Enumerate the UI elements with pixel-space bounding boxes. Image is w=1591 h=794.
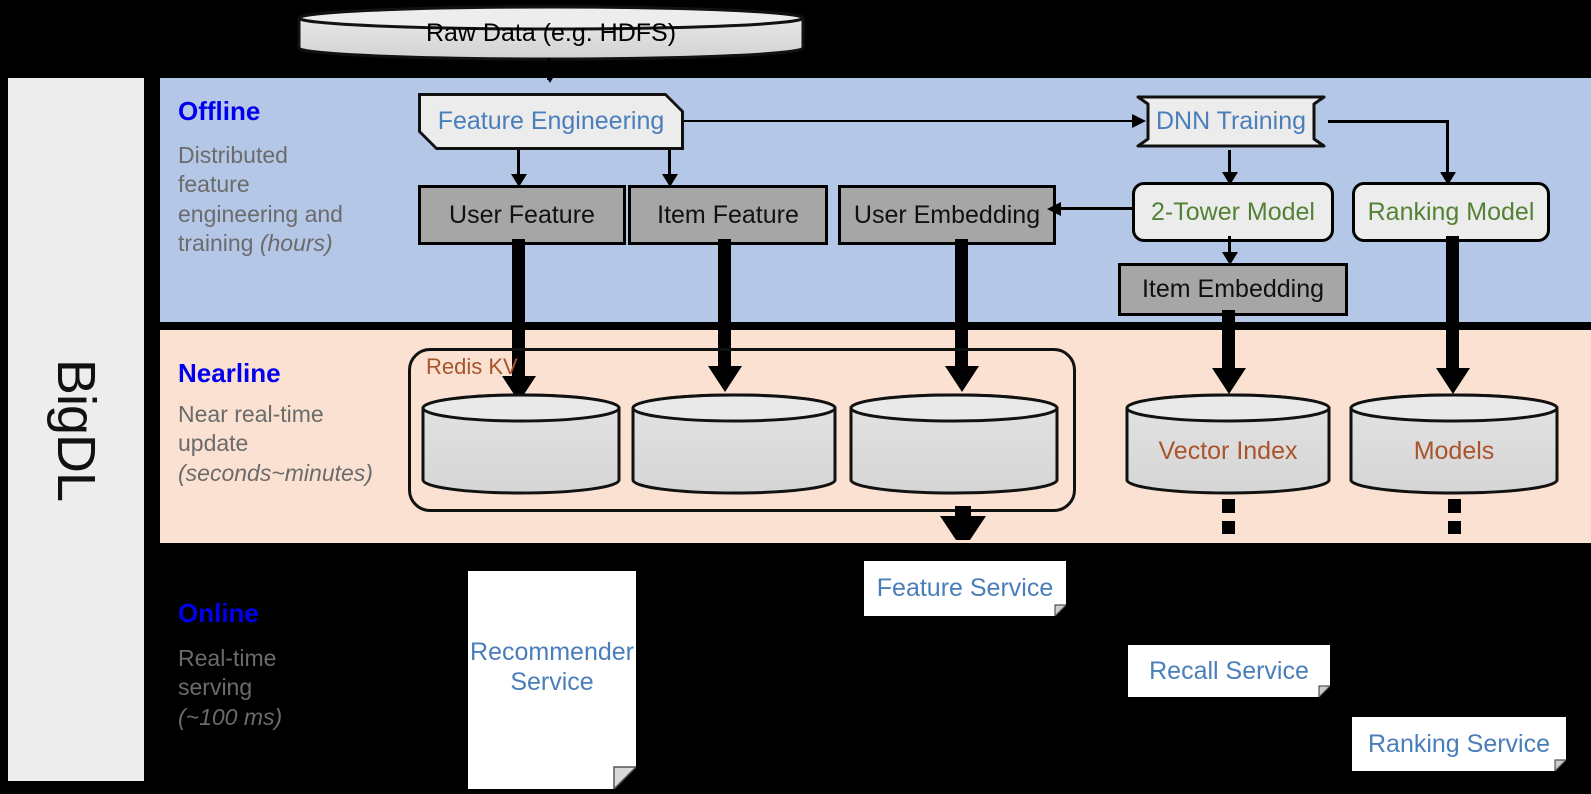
pipe-userfeature [512,239,525,384]
offline-desc-l4: training [178,230,260,257]
nearline-title: Nearline [178,358,281,388]
offline-description: Distributed feature engineering and trai… [178,141,418,259]
user-feature-node[interactable]: User Feature [418,185,626,245]
line-dnn-ranking-h [1328,120,1448,123]
arrow-fe-userfeature-head [511,174,527,187]
pipe-models-2 [1448,521,1461,534]
ranking-service-label: Ranking Service [1367,729,1551,758]
feature-service-node[interactable]: Feature Service [864,561,1068,618]
arrow-redis-featureservice [940,516,986,540]
line-2tower-itemembedding [1228,236,1231,259]
offline-title: Offline [178,96,261,126]
arrow-rankingmodel-models [1436,368,1470,394]
models-label: Models [1413,436,1495,465]
arrow-itemembedding-vectorindex [1212,368,1246,394]
pipe-vectorindex-1 [1222,499,1235,513]
recall-service-node[interactable]: Recall Service [1128,645,1332,699]
user-feature-label: User Feature [449,200,595,229]
vector-index-cylinder[interactable]: Vector Index [1124,392,1332,496]
line-fe-userfeature [517,150,520,180]
arrow-rawdata-fe-head [537,61,563,83]
recommender-service-label-l1: Recommender [470,637,634,666]
online-desc-l1: Real-time [178,645,277,671]
line-dnn-2tower [1228,150,1231,178]
nearline-desc-l2: update [178,430,249,457]
recall-service-label: Recall Service [1149,656,1309,685]
recommender-service-label-l2: Service [510,668,594,696]
arrow-dnn-ranking-head [1440,172,1456,185]
pipe-vectorindex-2 [1222,521,1235,534]
dnn-training-node[interactable]: DNN Training [1134,93,1328,150]
arrow-fe-dnn-head [1132,114,1146,128]
offline-desc-l1: Distributed [178,142,288,168]
pipe-rankingmodel [1446,236,1459,376]
two-tower-model-node[interactable]: 2-Tower Model [1132,182,1334,242]
offline-desc-l2: feature [178,171,250,198]
online-description: Real-time serving (~100 ms) [178,644,418,732]
item-feature-label: Item Feature [657,200,799,229]
bigdl-sidebar: BigDL [8,78,144,781]
feature-service-label: Feature Service [876,574,1054,603]
redis-cylinder-1[interactable] [420,392,622,496]
arrow-dnn-2tower-head [1222,172,1238,185]
nearline-desc-italic: (seconds~minutes) [178,459,373,486]
item-embedding-node[interactable]: Item Embedding [1118,263,1348,316]
user-embedding-label: User Embedding [853,200,1041,229]
feature-engineering-label: Feature Engineering [437,107,665,135]
bigdl-logo-text: BigDL [46,358,107,501]
arrow-userfeature-store [502,376,536,402]
ranking-service-node[interactable]: Ranking Service [1352,717,1568,773]
online-title: Online [178,598,259,628]
pipe-itemfeature [718,239,731,374]
bigdl-logo: BigDL [8,78,144,781]
line-fe-itemfeature [668,150,671,180]
pipe-models-1 [1448,499,1461,513]
online-desc-italic: (~100 ms) [178,703,283,730]
offline-desc-italic: (hours) [259,230,333,257]
nearline-desc-l1: Near real-time [178,401,324,427]
two-tower-model-label: 2-Tower Model [1151,197,1315,226]
pipe-userembedding [955,239,968,374]
feature-engineering-node[interactable]: Feature Engineering [418,93,684,150]
redis-kv-container [408,348,1076,512]
line-fe-dnn [684,120,1144,122]
redis-kv-label: Redis KV [426,354,518,379]
arrow-2tower-userembedding-head [1047,202,1061,216]
line-dnn-ranking-v [1446,120,1449,178]
ranking-model-label: Ranking Model [1367,197,1535,226]
arrow-2tower-itemembedding-head [1222,252,1238,265]
offline-desc-l3: engineering and [178,200,343,227]
raw-data-label: Raw Data (e.g. HDFS) [425,18,677,47]
online-desc-l2: serving [178,674,253,701]
nearline-description: Near real-time update (seconds~minutes) [178,400,428,488]
ranking-model-node[interactable]: Ranking Model [1352,182,1550,242]
arrow-itemfeature-store [708,366,742,392]
item-embedding-label: Item Embedding [1141,275,1325,303]
line-2tower-userembedding [1056,207,1134,210]
raw-data-cylinder: Raw Data (e.g. HDFS) [296,4,806,62]
arrow-fe-itemfeature-head [662,174,678,187]
vector-index-label: Vector Index [1158,436,1298,465]
models-cylinder[interactable]: Models [1348,392,1560,496]
dnn-training-label: DNN Training [1155,107,1307,135]
pipe-itemembedding [1222,310,1235,376]
item-feature-node[interactable]: Item Feature [628,185,828,245]
user-embedding-node[interactable]: User Embedding [838,185,1056,245]
redis-cylinder-2[interactable] [630,392,838,496]
redis-cylinder-3[interactable] [848,392,1060,496]
arrow-userembedding-store [945,366,979,392]
recommender-service-node[interactable]: Recommender Service [468,571,638,791]
